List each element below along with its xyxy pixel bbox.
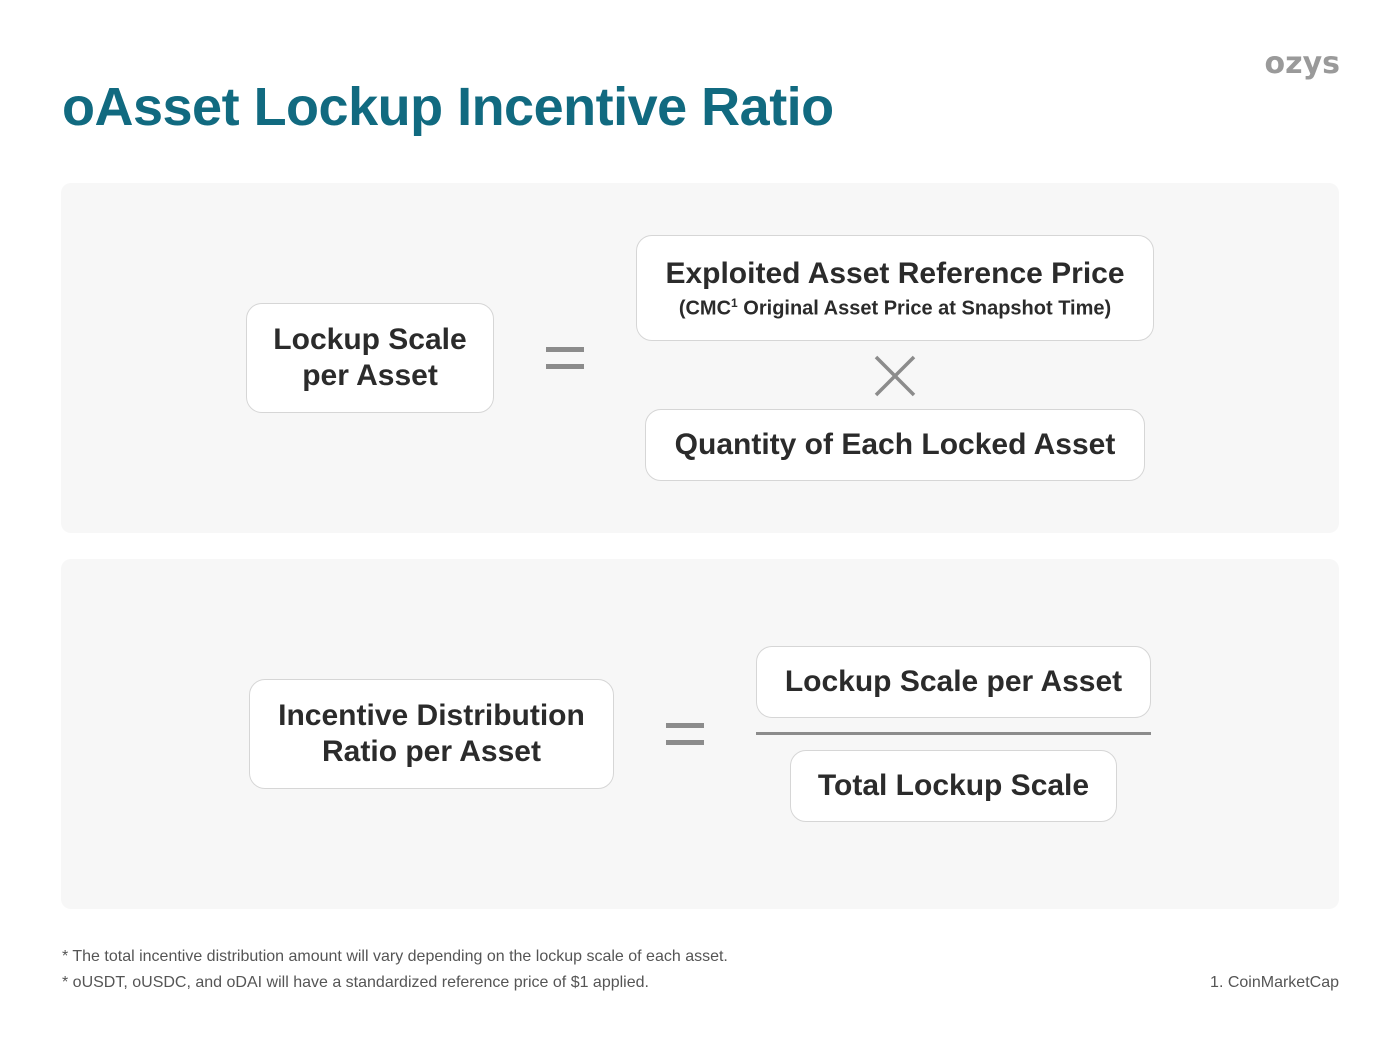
footnote-2: * oUSDT, oUSDC, and oDAI will have a sta… bbox=[62, 974, 649, 991]
lockup-scale-lhs-box: Lockup Scale per Asset bbox=[246, 303, 494, 413]
footnote-1: * The total incentive distribution amoun… bbox=[62, 948, 728, 965]
equals-sign bbox=[666, 723, 704, 745]
distribution-ratio-formula-panel: Incentive Distribution Ratio per Asset L… bbox=[61, 559, 1339, 909]
distribution-ratio-lhs-box: Incentive Distribution Ratio per Asset bbox=[249, 679, 614, 789]
reference-price-box: Exploited Asset Reference Price (CMC1 Or… bbox=[636, 235, 1154, 341]
lhs-line-2: per Asset bbox=[302, 359, 438, 392]
multiply-icon bbox=[874, 355, 916, 397]
fraction-line bbox=[756, 732, 1151, 735]
lhs-line-1: Incentive Distribution bbox=[278, 699, 585, 732]
locked-quantity-box: Quantity of Each Locked Asset bbox=[645, 409, 1145, 481]
footnote-marker: 1 bbox=[731, 295, 738, 310]
locked-quantity-label: Quantity of Each Locked Asset bbox=[674, 428, 1116, 461]
lhs-line-1: Lockup Scale bbox=[273, 323, 467, 356]
lhs-line-2: Ratio per Asset bbox=[322, 735, 541, 768]
equals-sign bbox=[546, 347, 584, 369]
page-title: oAsset Lockup Incentive Ratio bbox=[62, 77, 834, 137]
lockup-scale-formula-panel: Lockup Scale per Asset Exploited Asset R… bbox=[61, 183, 1339, 533]
reference-note: 1. CoinMarketCap bbox=[1210, 974, 1339, 991]
denominator-label: Total Lockup Scale bbox=[817, 769, 1090, 802]
reference-price-label: Exploited Asset Reference Price bbox=[665, 256, 1125, 290]
numerator-box: Lockup Scale per Asset bbox=[756, 646, 1151, 718]
reference-price-note: (CMC1 Original Asset Price at Snapshot T… bbox=[678, 295, 1112, 320]
ozys-logo: ozys bbox=[1264, 46, 1340, 81]
denominator-box: Total Lockup Scale bbox=[790, 750, 1117, 822]
numerator-label: Lockup Scale per Asset bbox=[784, 665, 1123, 698]
